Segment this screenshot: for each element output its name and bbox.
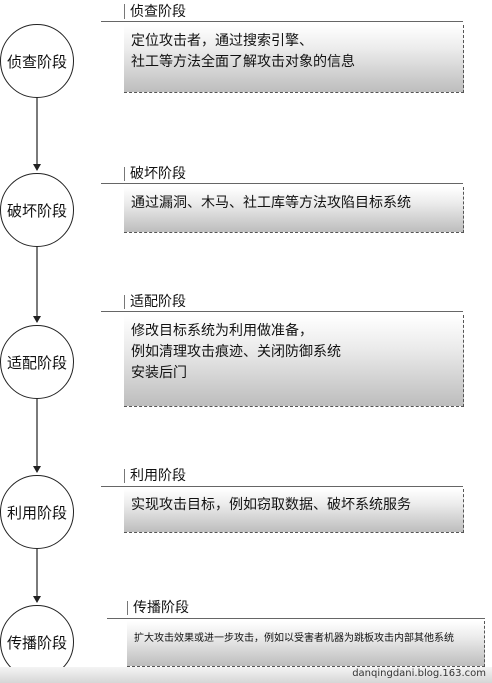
title-tick bbox=[124, 295, 125, 309]
title-tick bbox=[127, 601, 128, 615]
desc-line: 修改目标系统为利用做准备， bbox=[131, 323, 313, 339]
phase-title-recon: 侦查阶段 bbox=[130, 4, 186, 20]
desc-line: 实现攻击目标，例如窃取数据、破坏系统服务 bbox=[131, 497, 411, 513]
phase-desc-adapt: 修改目标系统为利用做准备， 例如清理攻击痕迹、关闭防御系统 安装后门 bbox=[124, 315, 464, 407]
phase-title-exploit: 利用阶段 bbox=[130, 468, 186, 484]
phase-desc-recon: 定位攻击者，通过搜索引擎、 社工等方法全面了解攻击对象的信息 bbox=[124, 25, 464, 93]
title-tick bbox=[124, 4, 125, 19]
title-rule bbox=[101, 21, 463, 22]
title-tick bbox=[124, 167, 125, 181]
stage-node-recon: 侦查阶段 bbox=[0, 24, 74, 98]
stage-node-adapt: 适配阶段 bbox=[0, 325, 74, 399]
stage-node-damage: 破坏阶段 bbox=[0, 173, 74, 247]
stage-node-label: 侦查阶段 bbox=[6, 52, 67, 71]
watermark-text: danqingdani.blog.163.com bbox=[352, 668, 486, 679]
title-rule bbox=[101, 486, 463, 487]
phase-title-spread: 传播阶段 bbox=[133, 600, 189, 616]
desc-line: 社工等方法全面了解攻击对象的信息 bbox=[131, 54, 355, 70]
stage-node-label: 适配阶段 bbox=[6, 353, 67, 372]
phase-desc-damage: 通过漏洞、木马、社工库等方法攻陷目标系统 bbox=[124, 187, 464, 233]
phase-title-adapt: 适配阶段 bbox=[130, 294, 186, 310]
stage-node-label: 传播阶段 bbox=[6, 633, 67, 652]
footer-bar bbox=[0, 667, 492, 683]
title-rule bbox=[101, 183, 463, 184]
stage-node-label: 利用阶段 bbox=[6, 503, 67, 522]
phase-title-damage: 破坏阶段 bbox=[130, 166, 186, 182]
desc-line: 例如清理攻击痕迹、关闭防御系统 bbox=[131, 344, 341, 360]
stage-node-spread: 传播阶段 bbox=[0, 605, 74, 679]
stage-node-exploit: 利用阶段 bbox=[0, 475, 74, 549]
desc-line: 定位攻击者，通过搜索引擎、 bbox=[131, 33, 313, 49]
title-tick bbox=[124, 469, 125, 483]
stage-node-label: 破坏阶段 bbox=[6, 201, 67, 220]
desc-line: 扩大攻击效果或进一步攻击，例如以受害者机器为跳板攻击内部其他系统 bbox=[134, 633, 454, 644]
phase-desc-spread: 扩大攻击效果或进一步攻击，例如以受害者机器为跳板攻击内部其他系统 bbox=[127, 621, 485, 667]
title-rule bbox=[101, 311, 463, 312]
title-rule bbox=[107, 618, 485, 619]
phase-desc-exploit: 实现攻击目标，例如窃取数据、破坏系统服务 bbox=[124, 489, 464, 533]
desc-line: 通过漏洞、木马、社工库等方法攻陷目标系统 bbox=[131, 195, 411, 211]
desc-line: 安装后门 bbox=[131, 365, 187, 381]
